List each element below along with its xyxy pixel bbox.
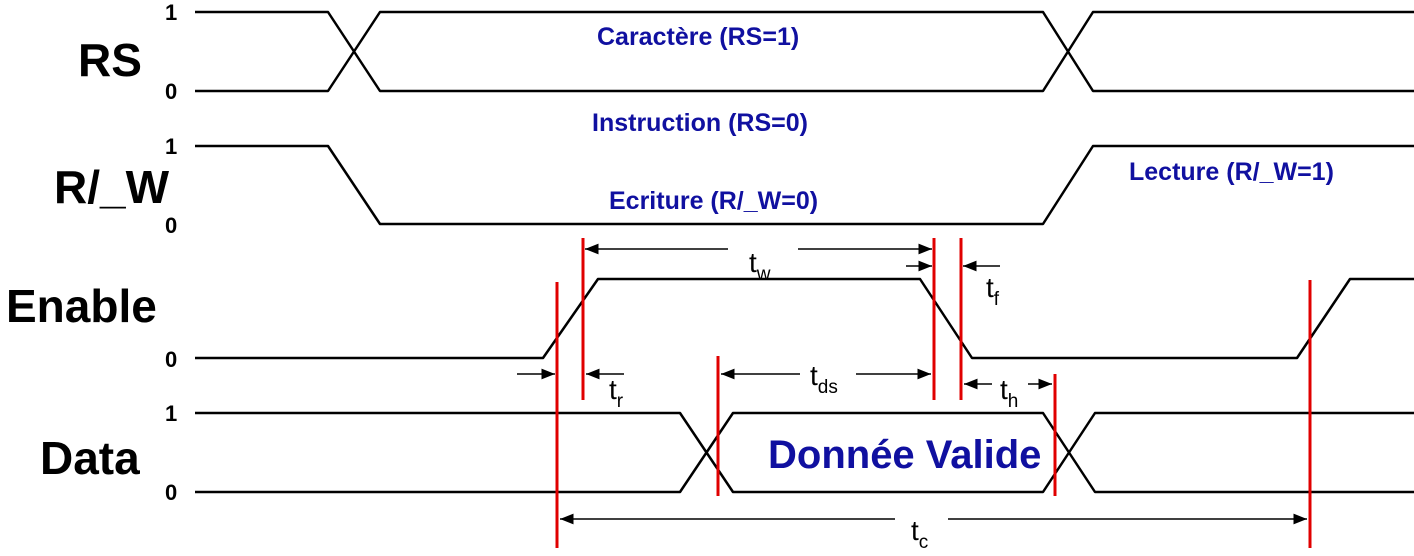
enable-signal-name: Enable — [6, 280, 157, 332]
th-label: th — [1000, 374, 1018, 412]
rw-level-0: 0 — [165, 213, 177, 238]
tf-label: tf — [986, 272, 1000, 310]
tr-label: tr — [609, 374, 624, 412]
data-level-0: 0 — [165, 480, 177, 505]
data-signal-name: Data — [40, 432, 140, 484]
tds-label: tds — [810, 360, 838, 398]
data-level-1: 1 — [165, 401, 177, 426]
tc-label: tc — [911, 515, 928, 553]
tw-label: tw — [749, 247, 771, 285]
rw-level-1: 1 — [165, 134, 177, 159]
rs-high-label: Caractère (RS=1) — [597, 23, 799, 51]
data-valid-label: Donnée Valide — [768, 433, 1041, 477]
rs-level-1: 1 — [165, 0, 177, 25]
rs-low-label: Instruction (RS=0) — [592, 109, 808, 137]
rs-waveform-low — [195, 10, 1414, 93]
rw-signal-name: R/_W — [54, 161, 170, 213]
rw-waveform — [195, 144, 1414, 226]
enable-waveform — [195, 277, 1414, 360]
data-waveform-lower — [195, 411, 1414, 494]
rw-low-label: Ecriture (R/_W=0) — [609, 187, 818, 215]
rs-signal-name: RS — [78, 34, 142, 86]
data-waveform-upper — [195, 411, 1414, 494]
enable-level-0: 0 — [165, 347, 177, 372]
rs-level-0: 0 — [165, 79, 177, 104]
rw-high-label: Lecture (R/_W=1) — [1129, 158, 1334, 186]
rs-waveform-high — [195, 10, 1414, 93]
